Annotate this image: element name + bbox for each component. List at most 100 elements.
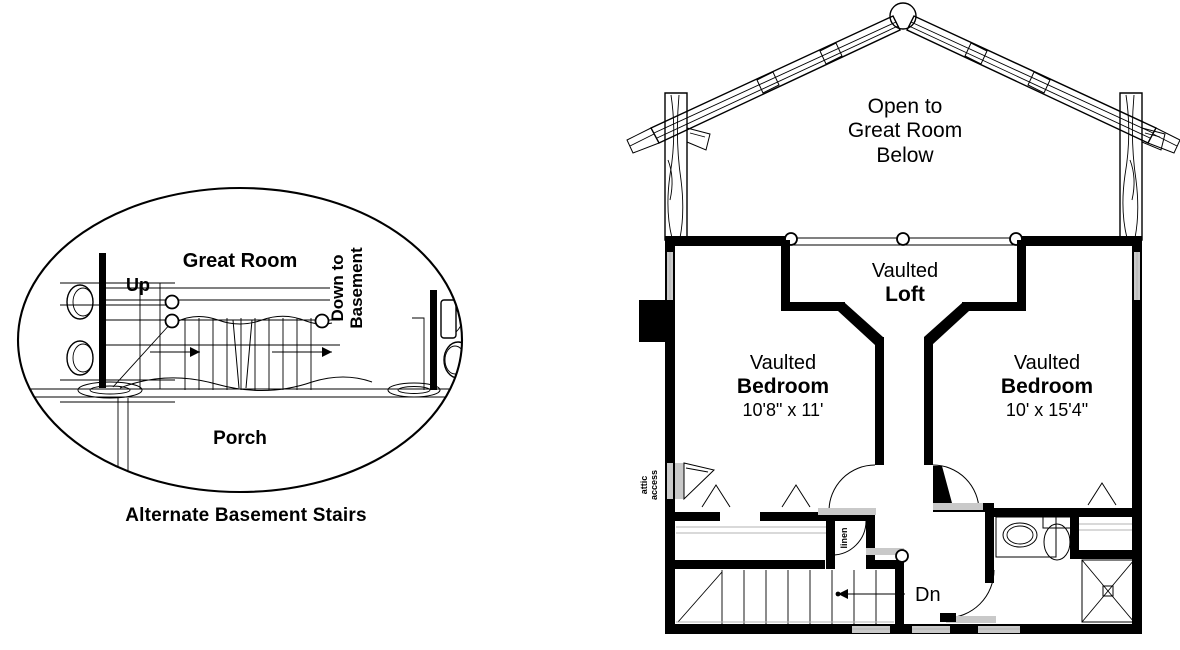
inset-column-lower bbox=[66, 340, 94, 376]
wall-corridor-top-b bbox=[760, 512, 875, 521]
door-bedroom-left bbox=[818, 464, 876, 515]
wall-corridor-bottom bbox=[675, 560, 825, 569]
inset-label-up: Up bbox=[126, 275, 150, 295]
inset-left-wall bbox=[99, 253, 106, 388]
stair-diagonal bbox=[677, 571, 723, 623]
timber-post-left bbox=[664, 92, 711, 241]
attic-access-line1: attic bbox=[639, 475, 649, 495]
open-line-3: Below bbox=[876, 143, 934, 167]
stair-direction-arrow bbox=[835, 589, 905, 599]
bedroom-right-dimensions: 10' x 15'4" bbox=[1005, 399, 1089, 420]
newel-post bbox=[895, 549, 909, 563]
bedroom-right-line1: Vaulted bbox=[1013, 352, 1081, 374]
inset-stair-structure bbox=[106, 283, 340, 389]
label-open-to-great-room-below: Open to Great Room Below bbox=[800, 95, 1010, 168]
wall-loft-right-jog bbox=[962, 302, 1026, 311]
door-linen bbox=[831, 520, 909, 563]
wall-stair-right bbox=[895, 560, 904, 624]
wall-linen-right bbox=[866, 512, 875, 569]
chimney-bumpout bbox=[639, 300, 669, 342]
staircase bbox=[676, 570, 905, 624]
label-bedroom-right: Vaulted Bedroom 10' x 15'4" bbox=[952, 352, 1142, 420]
wall-loft-right-angle bbox=[924, 303, 969, 345]
wall-bottom-exterior bbox=[665, 624, 1142, 634]
open-line-1: Open to bbox=[867, 95, 943, 118]
bedroom-left-line1: Vaulted bbox=[749, 352, 817, 374]
inset-stair-lower-edge bbox=[119, 376, 373, 391]
wall-bedroom-right-left bbox=[924, 337, 933, 465]
inset-post-right bbox=[314, 313, 330, 329]
inset-column-upper bbox=[66, 284, 94, 320]
loft-label-line1: Vaulted bbox=[871, 260, 939, 282]
open-line-2: Great Room bbox=[847, 119, 963, 143]
wall-loft-left bbox=[781, 240, 790, 310]
inset-direction-arrows bbox=[150, 347, 332, 357]
label-bedroom-left: Vaulted Bedroom 10'8" x 11' bbox=[688, 352, 878, 420]
wall-closet-top bbox=[1070, 550, 1142, 559]
wall-bath-left-vert bbox=[985, 508, 994, 583]
closet-chevron-b bbox=[781, 484, 811, 508]
wall-right-exterior bbox=[1132, 236, 1142, 634]
attic-access-line2: access bbox=[649, 469, 660, 501]
window-bottom-a bbox=[852, 626, 890, 633]
wall-loft-left-angle bbox=[838, 303, 883, 345]
inset-right-wall bbox=[430, 290, 437, 390]
inset-label-porch: Porch bbox=[213, 428, 267, 449]
window-right-upper bbox=[1134, 252, 1140, 300]
wall-left-exterior bbox=[665, 236, 675, 634]
rail-post-center bbox=[896, 232, 910, 246]
bedroom-left-line2: Bedroom bbox=[736, 375, 830, 399]
inset-stair-nosing bbox=[175, 315, 333, 325]
inset-diagonal bbox=[112, 321, 173, 388]
inset-label-great-room: Great Room bbox=[182, 250, 298, 272]
closet-chevron-c bbox=[1087, 482, 1117, 506]
linen-text: linen bbox=[839, 527, 849, 549]
wall-stair-top bbox=[866, 560, 904, 569]
inset-oval-border bbox=[16, 186, 464, 494]
ridge-cap bbox=[889, 2, 917, 30]
wall-bedroom-left-right bbox=[875, 337, 884, 465]
window-left-attic bbox=[667, 463, 673, 499]
inset-oval-clip-group bbox=[16, 186, 464, 494]
label-vaulted-loft: Vaulted Loft bbox=[805, 260, 1005, 308]
toilet bbox=[1042, 516, 1072, 561]
inset-post-mid bbox=[164, 313, 180, 329]
wall-top-left bbox=[665, 236, 785, 246]
rafter-right bbox=[906, 15, 1180, 154]
wall-bath-top-right bbox=[1100, 508, 1142, 517]
wall-top-right bbox=[1022, 236, 1142, 246]
wall-bath-top bbox=[985, 508, 1110, 517]
sink-basin bbox=[1002, 522, 1038, 548]
stair-treads bbox=[721, 570, 877, 624]
vanity-counter bbox=[995, 516, 1057, 558]
inset-stair-treads bbox=[184, 318, 312, 390]
door-bath bbox=[940, 569, 996, 623]
closet-x-marker bbox=[1081, 559, 1135, 623]
label-linen: linen bbox=[839, 517, 853, 559]
attic-access-hatch bbox=[675, 462, 716, 501]
closet-rod-markers bbox=[701, 482, 1117, 508]
bedroom-right-line2: Bedroom bbox=[1000, 375, 1094, 399]
loft-railing bbox=[784, 232, 1023, 246]
loft-label-line2: Loft bbox=[885, 283, 925, 307]
inset-stair-landing bbox=[232, 319, 253, 389]
label-down-stairs: Dn bbox=[915, 584, 941, 606]
wall-loft-left-jog bbox=[781, 302, 845, 311]
label-attic-access: attic access bbox=[639, 447, 665, 523]
inset-contents bbox=[20, 253, 462, 492]
window-bottom-c bbox=[978, 626, 1020, 633]
windows bbox=[667, 252, 1140, 633]
bedroom-left-dimensions: 10'8" x 11' bbox=[742, 399, 824, 420]
inset-base-pad bbox=[77, 381, 441, 399]
inset-caption: Alternate Basement Stairs bbox=[125, 505, 367, 526]
window-left-upper bbox=[667, 252, 673, 300]
bath-fixtures bbox=[995, 516, 1135, 623]
inset-post-top bbox=[164, 294, 180, 310]
wall-loft-right bbox=[1017, 240, 1026, 310]
closet-chevron-a bbox=[701, 484, 731, 508]
wall-bath-right-vert bbox=[1070, 508, 1079, 558]
door-bedroom-right bbox=[932, 464, 983, 512]
